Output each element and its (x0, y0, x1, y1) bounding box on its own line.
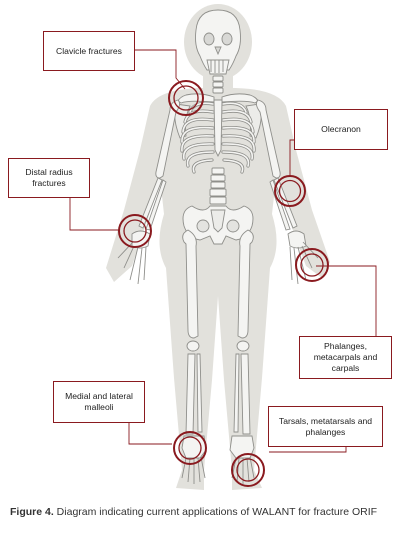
shoulder-girdle (174, 93, 262, 139)
legs (182, 229, 254, 435)
figure-caption-prefix: Figure 4. (10, 506, 54, 518)
pelvis (182, 205, 254, 245)
ring-olecranon (274, 175, 306, 207)
target-rings (118, 80, 329, 487)
label-distal-radius-fractures: Distal radius fractures (8, 158, 90, 198)
leader-malleoli (128, 422, 172, 445)
label-phalanges-hand-text: Phalanges, metacarpals and carpals (313, 341, 378, 373)
label-malleoli-text: Medial and lateral malleoli (65, 391, 133, 412)
figure-caption-text: Diagram indicating current applications … (53, 506, 378, 518)
label-medial-lateral-malleoli: Medial and lateral malleoli (53, 381, 145, 423)
leader-tarsals (269, 446, 347, 453)
label-tarsals-text: Tarsals, metatarsals and phalanges (278, 415, 373, 437)
leader-distal-radius (69, 197, 120, 231)
ribcage (180, 99, 256, 174)
label-distal-radius-text: Distal radius fractures (25, 167, 73, 188)
ring-tarsals (231, 453, 265, 487)
figure-caption: Figure 4. Diagram indicating current app… (10, 506, 396, 519)
spine (209, 75, 227, 205)
leader-olecranon (289, 139, 294, 176)
label-tarsals-metatarsals-phalanges: Tarsals, metatarsals and phalanges (268, 406, 383, 447)
leader-lines (69, 49, 377, 453)
ring-malleoli (173, 431, 207, 465)
ring-distal-radius (118, 214, 152, 248)
label-clavicle-text: Clavicle fractures (56, 45, 122, 56)
leader-clavicle (135, 49, 186, 90)
label-phalanges-metacarpals-carpals: Phalanges, metacarpals and carpals (299, 336, 392, 379)
label-olecranon-text: Olecranon (321, 124, 361, 134)
skeleton-diagram: .sil { fill: #e2e1dc; stroke: none; } .b… (69, 4, 377, 491)
leader-phalanges-hand (316, 265, 377, 336)
label-clavicle-fractures: Clavicle fractures (43, 31, 135, 71)
ring-phalanges-hand (295, 248, 329, 282)
diagram: .sil { fill: #e2e1dc; stroke: none; } .b… (8, 4, 392, 491)
ring-clavicle (168, 80, 204, 116)
skull (195, 9, 241, 75)
label-olecranon: Olecranon (294, 109, 388, 150)
